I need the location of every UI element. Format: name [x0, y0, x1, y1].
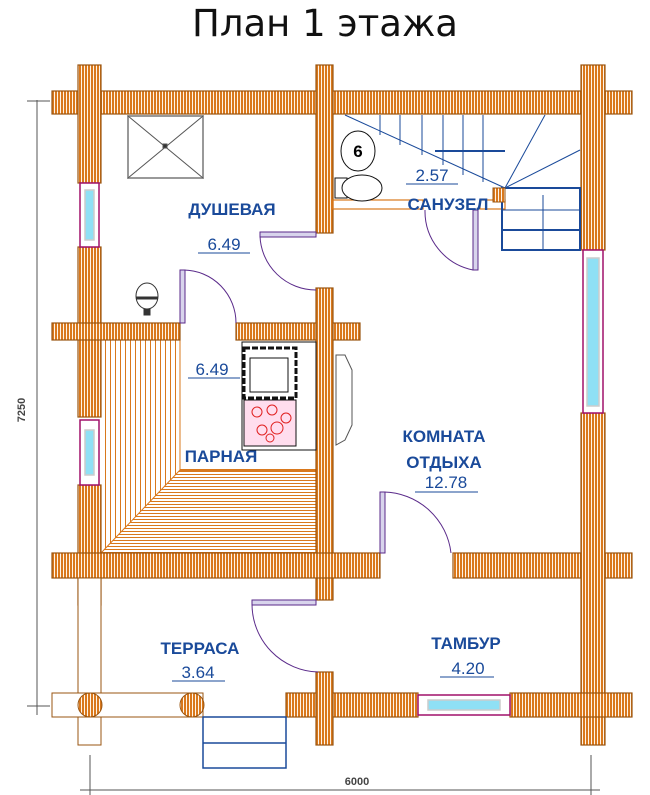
marker-label: 6 — [353, 142, 362, 161]
room-name-vestibule: ТАМБУР — [431, 634, 500, 653]
room-name-steam: ПАРНАЯ — [185, 447, 258, 466]
dimension-lines — [27, 100, 600, 795]
plan-title: План 1 этажа — [192, 2, 458, 45]
toilet-icon — [334, 174, 383, 202]
washbasin-icon — [135, 282, 159, 316]
doors[interactable] — [179, 209, 479, 673]
room-area-vestibule: 4.20 — [451, 659, 484, 678]
room-area-terrace: 3.64 — [181, 663, 214, 682]
room-area-steam: 6.49 — [195, 360, 228, 379]
terrace-structure — [51, 577, 205, 746]
log-walls — [51, 64, 633, 746]
room-labels — [172, 183, 494, 682]
room-name-terrace: ТЕРРАСА — [161, 639, 240, 658]
dimension-width: 6000 — [345, 776, 369, 788]
room-area-shower: 6.49 — [207, 235, 240, 254]
room-name-shower: ДУШЕВАЯ — [188, 200, 275, 219]
entrance-steps — [202, 716, 287, 769]
shower-tray-icon — [127, 115, 204, 179]
sauna-stove-icon — [241, 341, 353, 451]
windows — [79, 182, 604, 716]
room-area-wc: 2.57 — [415, 166, 448, 185]
sauna-floor — [100, 340, 316, 554]
room-name-rest-2: ОТДЫХА — [406, 453, 482, 472]
room-name-rest: КОМНАТА — [402, 427, 485, 446]
marker-circle — [340, 130, 376, 172]
room-area-rest: 12.78 — [425, 473, 468, 492]
room-name-wc: САНУЗЕЛ — [408, 195, 489, 214]
staircase[interactable] — [344, 114, 581, 251]
dimension-height: 7250 — [16, 398, 28, 422]
